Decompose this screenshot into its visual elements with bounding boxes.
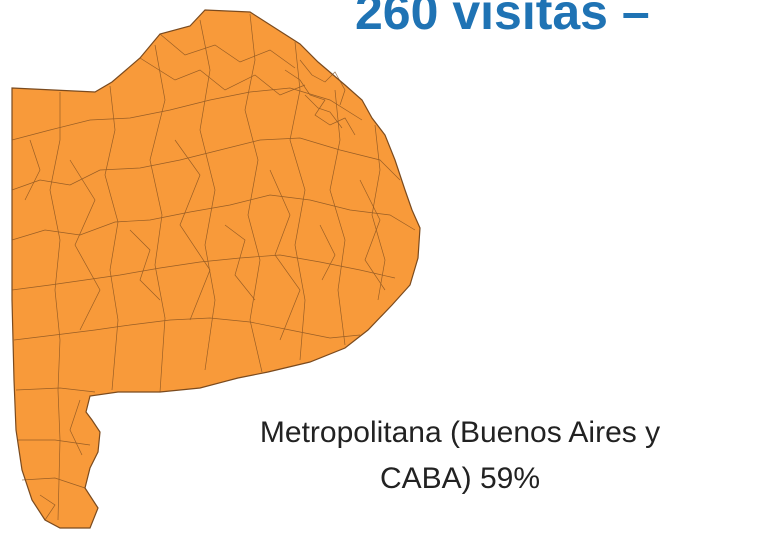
region-label-line-1: Metropolitana (Buenos Aires y <box>259 416 661 449</box>
region-stat-label: Metropolitana (Buenos Aires y CABA) 59% <box>150 410 759 502</box>
partido-boundaries <box>11 13 416 521</box>
region-label-line-2: CABA) 59% <box>379 462 541 495</box>
province-shape <box>11 9 421 529</box>
page-title: 260 visitas – <box>355 0 650 40</box>
